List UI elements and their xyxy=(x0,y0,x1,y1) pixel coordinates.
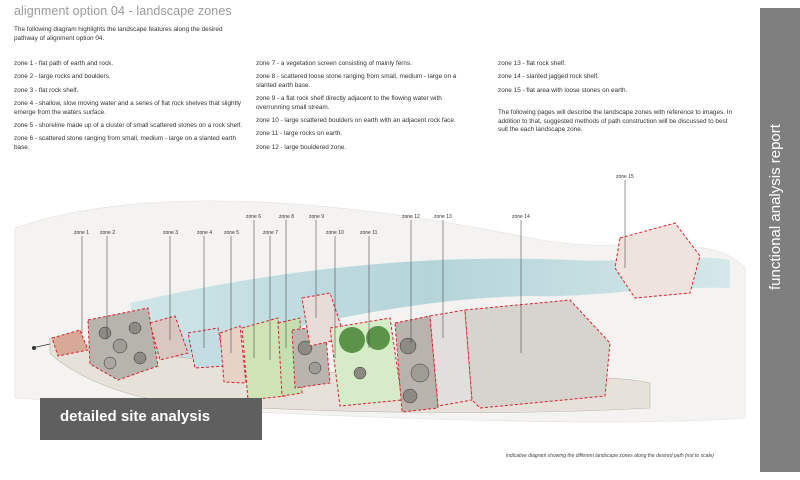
zone-14-area xyxy=(464,299,611,409)
zone-item-11: zone 11 - large rocks on earth. xyxy=(256,130,343,138)
diagram-label-zone-10: zone 10 xyxy=(326,230,344,236)
zone-item-7: zone 7 - a vegetation screen consisting … xyxy=(256,60,412,67)
diagram-label-zone-2: zone 2 xyxy=(100,230,115,236)
zone-list-column-1: zone 1 - flat path of earth and rock. zo… xyxy=(14,60,246,157)
diagram-label-zone-11: zone 11 xyxy=(360,230,378,236)
zone-item-10: zone 10 - large scattered boulders on ea… xyxy=(256,117,456,125)
intro-text: The following diagram highlights the lan… xyxy=(14,26,223,42)
zone-list-column-2: zone 7 - a vegetation screen consisting … xyxy=(256,60,476,157)
zone-item-9: zone 9 - a flat rock shelf directly adja… xyxy=(256,95,442,111)
diagram-label-zone-7: zone 7 xyxy=(263,230,278,236)
zone-4-area xyxy=(187,327,226,369)
sidebar-title: functional analysis report xyxy=(767,124,784,290)
zone-list-column-3: zone 13 - flat rock shelf. zone 14 - sla… xyxy=(498,60,734,134)
start-marker-icon xyxy=(31,343,51,350)
diagram-label-zone-6: zone 6 xyxy=(246,214,261,220)
zone-6-area xyxy=(241,317,286,401)
diagram-label-zone-14: zone 14 xyxy=(512,214,530,220)
zone-1-area xyxy=(51,329,89,357)
section-banner-label: detailed site analysis xyxy=(60,408,211,425)
sidebar-title-wrap: functional analysis report xyxy=(765,124,793,450)
zone-item-14: zone 14 - slanted jagged rock shelf. xyxy=(498,73,599,81)
zone-15-area xyxy=(614,222,701,299)
zone-item-12: zone 12 - large bouldered zone. xyxy=(256,143,347,151)
zone-3-area xyxy=(149,315,189,361)
diagram-caption: indicative diagram showing the different… xyxy=(506,453,714,459)
zone-item-4: zone 4 - shallow, slow moving water and … xyxy=(14,100,241,116)
diagram-label-zone-9: zone 9 xyxy=(309,214,324,220)
zone-item-3: zone 3 - flat rock shelf. xyxy=(14,86,79,94)
zone-10-area xyxy=(329,317,403,407)
zone-item-8: zone 8 - scattered loose stone ranging f… xyxy=(256,73,457,89)
zone-leader-lines xyxy=(81,180,626,360)
diagram-label-zone-15: zone 15 xyxy=(616,174,634,180)
diagram-label-zone-1: zone 1 xyxy=(74,230,89,236)
zone-item-2: zone 2 - large rocks and boulders. xyxy=(14,73,111,81)
diagram-label-zone-13: zone 13 xyxy=(434,214,452,220)
zone-12-rocks xyxy=(394,315,439,413)
diagram-label-zone-5: zone 5 xyxy=(224,230,239,236)
zone-item-15: zone 15 - flat area with loose stones on… xyxy=(498,86,628,94)
page-title: alignment option 04 - landscape zones xyxy=(14,4,232,18)
zone-item-1: zone 1 - flat path of earth and rock. xyxy=(14,60,114,67)
zone-item-5: zone 5 - shoreline made up of a cluster … xyxy=(14,122,243,130)
zone-item-6: zone 6 - scattered stone ranging from sm… xyxy=(14,135,237,151)
diagram-label-zone-4: zone 4 xyxy=(197,230,212,236)
diagram-label-zone-12: zone 12 xyxy=(402,214,420,220)
diagram-label-zone-3: zone 3 xyxy=(163,230,178,236)
zone-5-area xyxy=(219,325,247,384)
zone-labels: zone 1 zone 2 zone 3 zone 4 zone 5 zone … xyxy=(74,174,634,236)
zone-item-13: zone 13 - flat rock shelf. xyxy=(498,60,566,67)
diagram-label-zone-8: zone 8 xyxy=(279,214,294,220)
section-banner: detailed site analysis xyxy=(40,398,262,440)
zone-2-rocks xyxy=(87,307,159,381)
construction-note: The following pages will describe the la… xyxy=(498,109,733,134)
report-sidebar xyxy=(760,8,800,472)
landscape-zone-diagram: zone 1 zone 2 zone 3 zone 4 zone 5 zone … xyxy=(14,174,746,423)
